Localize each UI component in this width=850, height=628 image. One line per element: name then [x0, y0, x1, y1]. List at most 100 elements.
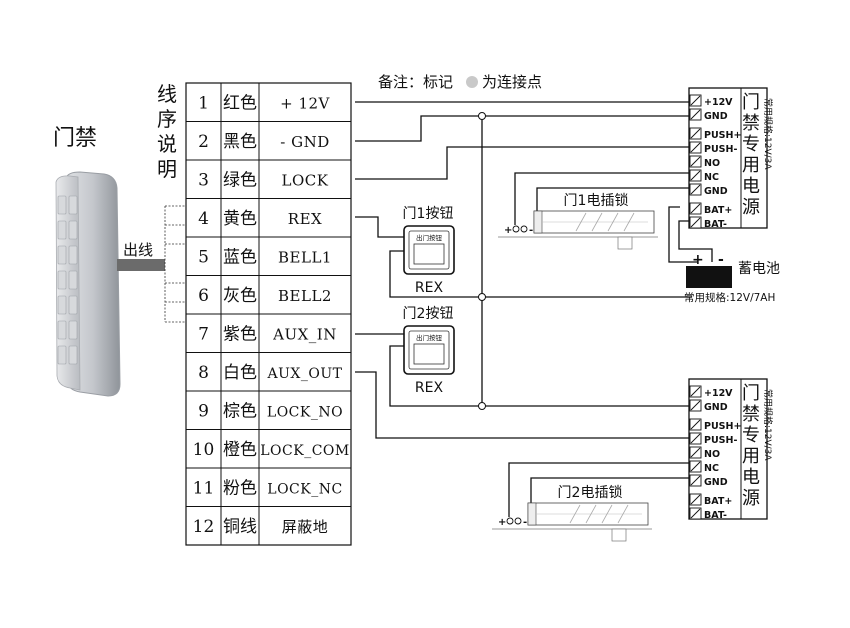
psu-terminal-label: +12V — [704, 97, 733, 108]
keypad-key — [68, 220, 78, 240]
keypad-key — [57, 320, 67, 340]
psu-title-char: 电 — [742, 176, 760, 197]
wire-number: 4 — [198, 209, 209, 229]
wire-function: 屏蔽地 — [282, 518, 329, 536]
wiring-lines — [355, 101, 713, 517]
psu-title-char: 源 — [742, 488, 760, 509]
wire-color: 蓝色 — [223, 247, 257, 267]
wire-number: 7 — [198, 324, 209, 344]
keypad-key — [57, 345, 67, 365]
psu-title-char: 禁 — [742, 404, 760, 425]
wire-number: 3 — [198, 170, 209, 190]
battery-plus: + — [692, 252, 704, 268]
keypad-key — [57, 220, 67, 240]
wiring-title-char: 线 — [157, 82, 177, 106]
keypad-key — [68, 270, 78, 290]
psu-terminal-label: +12V — [704, 388, 733, 399]
psu-terminal: PUSH- — [689, 432, 737, 446]
lock-minus: - — [529, 225, 533, 236]
wire-color: 紫色 — [223, 324, 257, 344]
psu-spec: 常用规格:12V/3A — [762, 98, 774, 170]
wire-color: 黄色 — [223, 209, 257, 229]
psu-terminal-label: BAT- — [704, 510, 727, 521]
access-control-device — [55, 171, 121, 397]
power-supply-1: +12VGNDPUSH+PUSH-NONCGNDBAT+BAT-门禁专用电源常用… — [688, 87, 774, 230]
wire-number: 9 — [198, 401, 209, 421]
keypad-key — [68, 295, 78, 315]
battery-minus: - — [718, 252, 724, 268]
psu-terminal: +12V — [689, 94, 733, 108]
battery-body — [686, 266, 732, 288]
lock-label: 门2电插锁 — [558, 485, 623, 501]
wire-color: 橙色 — [223, 440, 257, 460]
connection-point — [478, 293, 486, 301]
psu-terminal: NC — [689, 169, 719, 183]
lock-plus: + — [498, 517, 506, 528]
psu-terminal: NO — [689, 446, 720, 460]
keypad-key — [68, 345, 78, 365]
wire-color: 铜线 — [223, 517, 257, 537]
note-prefix: 备注：标记 — [378, 73, 453, 91]
psu-title-char: 门 — [742, 383, 760, 404]
psu-title-char: 门 — [742, 92, 760, 113]
psu-title-char: 禁 — [742, 113, 760, 134]
wiring-title-char: 说 — [157, 132, 177, 156]
wire-function: + 12V — [280, 94, 330, 112]
battery: + - 蓄电池 常用规格:12V/7AH — [684, 252, 780, 304]
button-label: REX — [415, 280, 444, 296]
note: 备注：标记 为连接点 — [378, 73, 542, 91]
psu-terminal-label: GND — [704, 111, 728, 122]
psu-terminal: NO — [689, 155, 720, 169]
wiring-title-char: 序 — [157, 107, 177, 131]
psu-terminal: BAT- — [689, 507, 727, 521]
psu-terminal: BAT- — [689, 216, 727, 230]
lock-label: 门1电插锁 — [564, 193, 629, 209]
psu-terminal: BAT+ — [689, 202, 732, 216]
wiring-title-char: 明 — [157, 157, 177, 181]
psu-terminal-label: BAT+ — [704, 205, 732, 216]
wire-function: LOCK_NO — [267, 404, 343, 420]
wire-color: 灰色 — [223, 286, 257, 306]
psu-terminal-label: PUSH+ — [704, 421, 741, 432]
lock-plus: + — [504, 225, 512, 236]
wire-bundle — [117, 259, 165, 271]
wire-function: AUX_IN — [272, 325, 337, 343]
psu-title-char: 源 — [742, 197, 760, 218]
note-suffix: 为连接点 — [482, 73, 542, 91]
wire-color: 绿色 — [223, 170, 257, 190]
wire-function: BELL1 — [278, 248, 332, 266]
keypad-key — [57, 245, 67, 265]
psu-terminal-label: PUSH- — [704, 435, 737, 446]
battery-label: 蓄电池 — [738, 261, 780, 277]
battery-spec: 常用规格:12V/7AH — [684, 291, 775, 304]
button-label: REX — [415, 380, 444, 396]
wire-number: 5 — [198, 247, 209, 267]
wire-function: LOCK_COM — [260, 443, 349, 459]
psu-terminal-label: NC — [704, 172, 719, 183]
wire-number: 8 — [198, 363, 209, 383]
psu-terminal: GND — [689, 474, 728, 488]
electric-lock-door2: +-门2电插锁 — [492, 485, 652, 542]
psu-terminal: NC — [689, 460, 719, 474]
psu-terminal-label: BAT- — [704, 219, 727, 230]
button-face-text: 出门按钮 — [416, 333, 443, 342]
psu-terminal-label: GND — [704, 477, 728, 488]
wire-number: 12 — [193, 517, 215, 537]
button-title: 门2按钮 — [403, 306, 454, 322]
psu-title-char: 用 — [742, 155, 760, 176]
psu-terminal-label: NO — [704, 158, 720, 169]
psu-terminal: +12V — [689, 385, 733, 399]
psu-title-char: 用 — [742, 446, 760, 467]
wire-number: 11 — [193, 478, 215, 498]
wire-number: 2 — [198, 132, 209, 152]
psu-terminal: PUSH- — [689, 141, 737, 155]
psu-title-char: 专 — [742, 134, 760, 155]
wire-function: LOCK — [282, 171, 329, 189]
psu-terminal-label: NO — [704, 449, 720, 460]
